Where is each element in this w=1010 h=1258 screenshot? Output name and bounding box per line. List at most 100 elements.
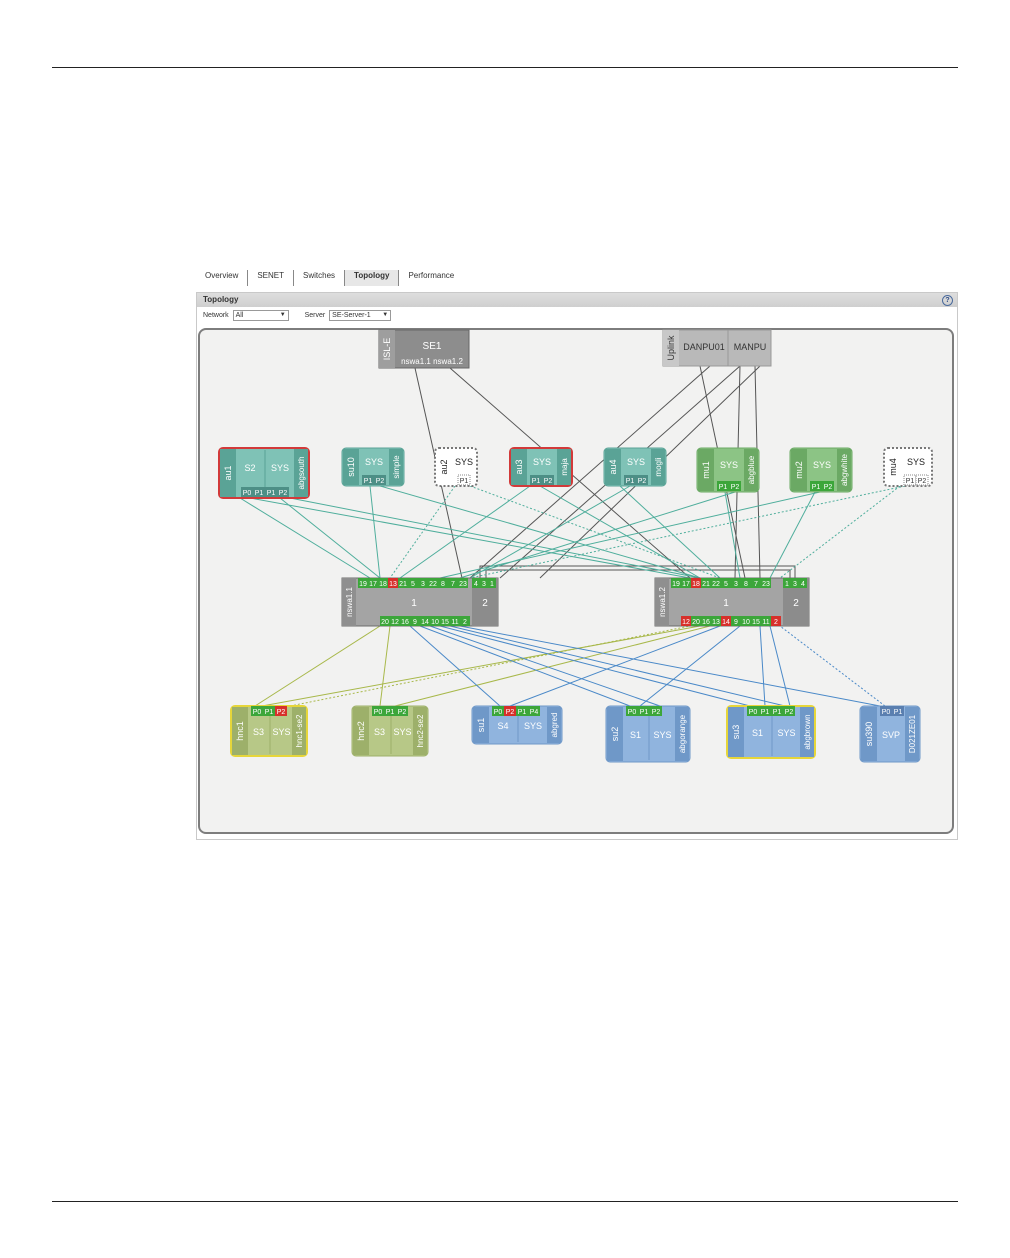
tab-performance[interactable]: Performance [408, 271, 455, 280]
switch-port-23[interactable] [458, 578, 468, 588]
switch-port-17[interactable] [368, 578, 378, 588]
switch-port-2[interactable] [771, 616, 781, 626]
port-P4[interactable] [528, 706, 540, 716]
switch-port-3[interactable] [480, 578, 488, 588]
switch-port-10[interactable] [741, 616, 751, 626]
tab-senet[interactable]: SENET [248, 270, 295, 286]
switch-port-4[interactable] [472, 578, 480, 588]
port-P2[interactable] [650, 706, 662, 716]
port-P1[interactable] [624, 475, 636, 485]
tab-topology[interactable]: Topology [345, 270, 400, 286]
switch-port-4[interactable] [799, 578, 807, 588]
port-P2[interactable] [783, 706, 795, 716]
port-P0[interactable] [372, 706, 384, 716]
port-P2[interactable] [729, 481, 741, 491]
switch-port-12[interactable] [681, 616, 691, 626]
port-P2[interactable] [396, 706, 408, 716]
switch-port-5[interactable] [721, 578, 731, 588]
switch-port-14[interactable] [721, 616, 731, 626]
port-P0[interactable] [880, 706, 892, 716]
switch-port-9[interactable] [410, 616, 420, 626]
port-P1[interactable] [759, 706, 771, 716]
port-P1[interactable] [810, 481, 822, 491]
port-P1[interactable] [638, 706, 650, 716]
switch-port-1[interactable] [783, 578, 791, 588]
switch-port-15[interactable] [440, 616, 450, 626]
port-P0[interactable] [241, 487, 253, 497]
switch-port-16[interactable] [701, 616, 711, 626]
switch-port-7[interactable] [751, 578, 761, 588]
switch-port-20[interactable] [691, 616, 701, 626]
switch-port-9[interactable] [731, 616, 741, 626]
port-P0[interactable] [492, 706, 504, 716]
switch-port-11[interactable] [761, 616, 771, 626]
switch-port-3[interactable] [731, 578, 741, 588]
switch-port-8[interactable] [438, 578, 448, 588]
port-P1[interactable] [265, 487, 277, 497]
port-P2[interactable] [504, 706, 516, 716]
port-P2[interactable] [915, 474, 929, 486]
switch-port-17[interactable] [681, 578, 691, 588]
switch-port-21[interactable] [398, 578, 408, 588]
switch-port-13[interactable] [388, 578, 398, 588]
switch-port-14[interactable] [420, 616, 430, 626]
port-P1[interactable] [457, 474, 471, 486]
switch-port-19[interactable] [358, 578, 368, 588]
server-select[interactable]: SE-Server-1▼ [329, 309, 392, 321]
tab-overview[interactable]: Overview [196, 270, 249, 286]
switch-port-13[interactable] [711, 616, 721, 626]
switch-port-20[interactable] [380, 616, 390, 626]
switch-port-1[interactable] [488, 578, 496, 588]
port-P1[interactable] [771, 706, 783, 716]
switch-port-2[interactable] [460, 616, 470, 626]
switch-port-22[interactable] [711, 578, 721, 588]
switch-port-16[interactable] [400, 616, 410, 626]
port-P0[interactable] [747, 706, 759, 716]
port-P2[interactable] [277, 487, 289, 497]
switch-port-19[interactable] [671, 578, 681, 588]
switch-port-3[interactable] [418, 578, 428, 588]
port-P0[interactable] [251, 706, 263, 716]
port-P1[interactable] [892, 706, 904, 716]
switch-port-22[interactable] [428, 578, 438, 588]
network-select[interactable]: All▼ [232, 309, 289, 321]
port-P0[interactable] [626, 706, 638, 716]
switch-port-10[interactable] [430, 616, 440, 626]
port-P1[interactable] [253, 487, 265, 497]
switch-port-23[interactable] [761, 578, 771, 588]
switch-port-12[interactable] [390, 616, 400, 626]
tab-switches[interactable]: Switches [294, 270, 346, 286]
port-P2[interactable] [542, 475, 554, 485]
port-P2[interactable] [822, 481, 834, 491]
switch-port-8[interactable] [741, 578, 751, 588]
switch-port-21[interactable] [701, 578, 711, 588]
port-P1[interactable] [516, 706, 528, 716]
switch-port-15[interactable] [751, 616, 761, 626]
port-P1[interactable] [530, 475, 542, 485]
port-P1[interactable] [384, 706, 396, 716]
port-P2[interactable] [374, 475, 386, 485]
port-P1[interactable] [717, 481, 729, 491]
help-icon[interactable]: ? [942, 295, 953, 306]
port-P1[interactable] [362, 475, 374, 485]
switch-port-18[interactable] [378, 578, 388, 588]
switch-port-7[interactable] [448, 578, 458, 588]
